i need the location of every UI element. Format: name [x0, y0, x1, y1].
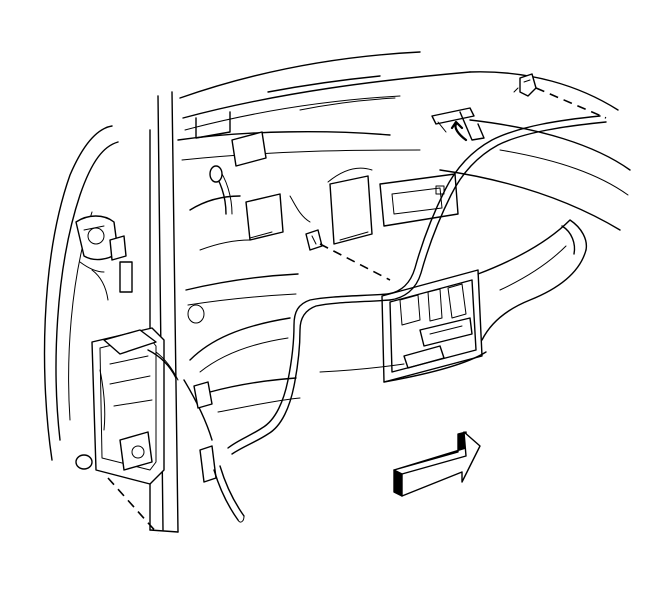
glovebox-opening: [381, 269, 483, 383]
cable-wire: [227, 115, 607, 455]
door-hinge-hardware: [75, 215, 133, 301]
motion-arrow-icon: [450, 120, 468, 142]
cable-retainer-clip: [305, 229, 323, 251]
wire-harness-lower: [183, 379, 245, 523]
wire-harness-upper: [209, 165, 311, 223]
instrument-panel-top: [177, 51, 471, 161]
lower-dash-structure: [185, 195, 301, 413]
vent-panels: [231, 131, 373, 245]
cable-end-clip: [513, 73, 537, 97]
panel-pocket: [379, 173, 459, 227]
lower-module-assembly: [75, 327, 179, 485]
instrument-panel-right: [439, 71, 631, 231]
cable-end-bracket: [431, 107, 485, 141]
direction-arrow-icon: [393, 431, 481, 497]
assembly-dashed-lines: [107, 87, 607, 535]
dash-end-duct: [319, 219, 588, 383]
